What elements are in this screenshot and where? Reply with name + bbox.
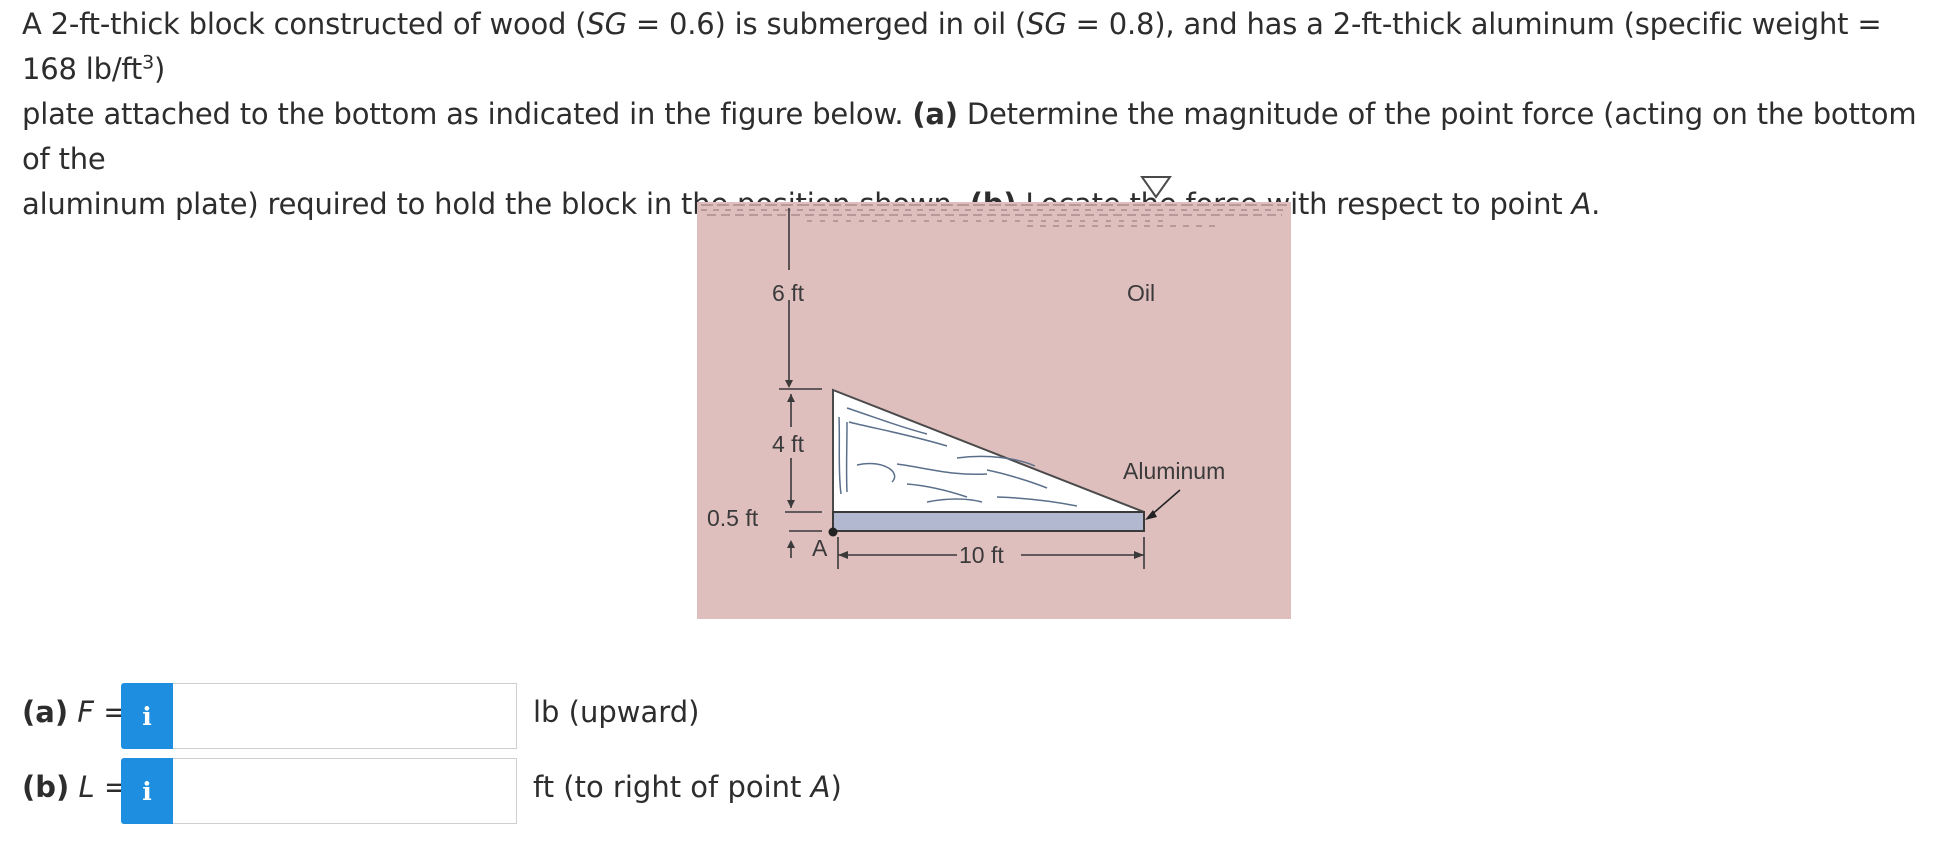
point-a-marker	[828, 527, 838, 537]
answer-b-input[interactable]	[173, 758, 517, 824]
answer-b-variable: L	[78, 770, 95, 804]
problem-line-1: A 2-ft-thick block constructed of wood (…	[22, 2, 1942, 92]
answer-b-unit-close: )	[830, 770, 842, 804]
dim-10ft-label: 10 ft	[959, 542, 1004, 568]
oil-region	[697, 202, 1291, 619]
exponent: 3	[142, 51, 154, 74]
info-icon-glyph: i	[142, 776, 152, 806]
dimension-05ft	[787, 530, 822, 558]
answer-b-unit-point: A	[810, 770, 831, 804]
problem-figure: 6 ft 4 ft 0.5 ft	[697, 172, 1291, 619]
wood-grain	[838, 407, 1078, 507]
dimension-4ft	[785, 394, 822, 513]
info-icon-glyph: i	[142, 701, 152, 731]
answer-a-variable: F	[77, 695, 94, 729]
problem-text: = 0.6) is submerged in oil (	[626, 7, 1027, 41]
answer-a-part-label: (a)	[22, 695, 69, 729]
aluminum-plate	[832, 511, 1145, 532]
aluminum-label: Aluminum	[1123, 458, 1225, 484]
answer-a-label: (a) F =	[22, 695, 128, 729]
dimension-10ft	[837, 537, 1145, 569]
answer-b-part-label: (b)	[22, 770, 70, 804]
info-icon[interactable]: i	[121, 683, 173, 749]
answer-b-label: (b) L =	[22, 770, 128, 804]
oil-surface-dashes	[701, 204, 1287, 227]
problem-text: Determine the magnitude of the point for…	[22, 97, 1917, 176]
problem-line-2: plate attached to the bottom as indicate…	[22, 92, 1942, 182]
problem-text: plate attached to the bottom as indicate…	[22, 97, 913, 131]
answer-a-input[interactable]	[173, 683, 517, 749]
oil-label: Oil	[1127, 280, 1155, 306]
dimension-6ft	[779, 208, 822, 390]
part-a-label: (a)	[912, 97, 958, 131]
problem-text: = 0.8), and has a 2-ft-thick aluminum (s…	[22, 7, 1882, 86]
point-symbol: A	[1571, 187, 1592, 221]
problem-text: .	[1591, 187, 1601, 221]
aluminum-pointer-arrow	[1145, 489, 1181, 520]
answer-a-unit: lb (upward)	[533, 695, 700, 729]
answer-b-unit: ft (to right of point A)	[533, 770, 842, 804]
problem-text: A 2-ft-thick block constructed of wood (	[22, 7, 587, 41]
info-icon[interactable]: i	[121, 758, 173, 824]
sg-symbol: SG	[1026, 7, 1067, 41]
dim-05ft-label: 0.5 ft	[707, 505, 759, 531]
sg-symbol: SG	[586, 7, 627, 41]
problem-text: )	[153, 52, 166, 86]
answer-b-unit-text: ft (to right of point	[533, 770, 811, 804]
figure-svg: 6 ft 4 ft 0.5 ft	[697, 176, 1291, 619]
free-surface-icon	[1140, 176, 1172, 199]
point-a-label: A	[812, 535, 828, 561]
dim-6ft-label: 6 ft	[772, 280, 805, 306]
dim-4ft-label: 4 ft	[772, 431, 805, 457]
